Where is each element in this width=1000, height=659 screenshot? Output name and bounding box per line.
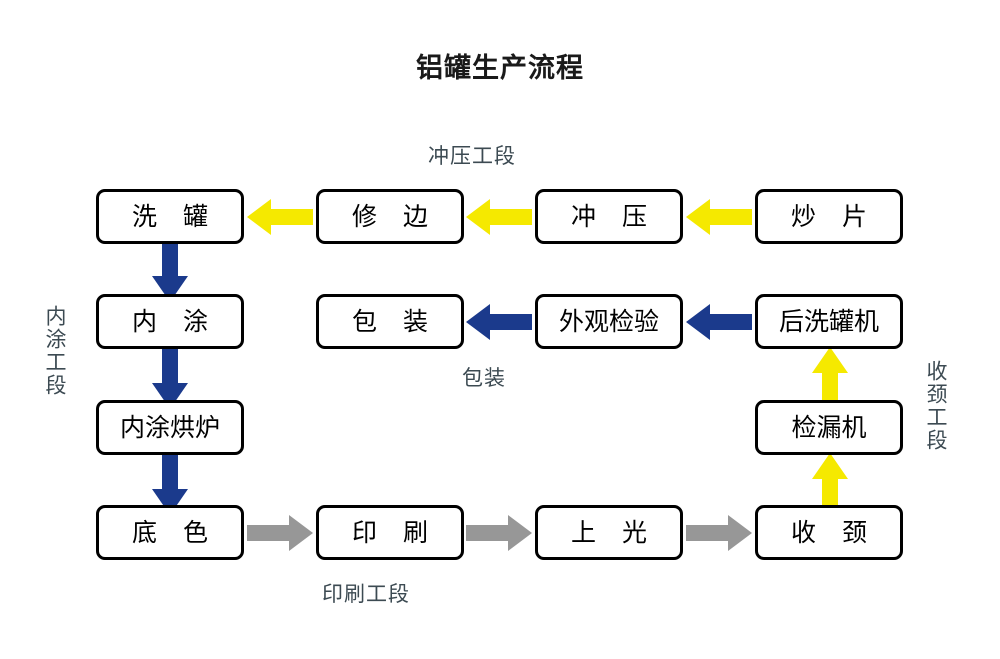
node-post-washer[interactable]: 后洗罐机: [755, 294, 903, 349]
section-label-packaging: 包装: [462, 366, 506, 390]
node-wash-can[interactable]: 洗 罐: [96, 189, 244, 244]
node-visual-inspect-label: 外观检验: [558, 307, 659, 336]
node-wash-can-label: 洗 罐: [132, 202, 217, 231]
node-inner-coat-oven[interactable]: 内涂烘炉: [96, 400, 244, 455]
node-trim[interactable]: 修 边: [316, 189, 464, 244]
node-printing[interactable]: 印 刷: [316, 505, 464, 560]
arrow-blanking-to-stamping: [686, 197, 752, 237]
node-printing-label: 印 刷: [352, 518, 437, 547]
node-packing[interactable]: 包 装: [316, 294, 464, 349]
node-varnish[interactable]: 上 光: [535, 505, 683, 560]
node-post-washer-label: 后洗罐机: [778, 307, 879, 336]
node-inner-coat-oven-label: 内涂烘炉: [119, 413, 220, 442]
arrow-post-washer-to-visual-inspect: [686, 302, 752, 342]
node-stamping[interactable]: 冲 压: [535, 189, 683, 244]
section-label-printing: 印刷工段: [322, 582, 410, 606]
arrow-base-coat-to-printing: [247, 513, 313, 553]
arrow-stamping-to-trim: [466, 197, 532, 237]
node-necking[interactable]: 收 颈: [755, 505, 903, 560]
arrow-printing-to-varnish: [466, 513, 532, 553]
section-label-necking: 收颈工段: [924, 360, 948, 452]
node-stamping-label: 冲 压: [571, 202, 656, 231]
node-blanking[interactable]: 炒 片: [755, 189, 903, 244]
node-packing-label: 包 装: [352, 307, 437, 336]
node-base-coat[interactable]: 底 色: [96, 505, 244, 560]
section-label-stamping: 冲压工段: [428, 144, 516, 168]
node-inner-coating[interactable]: 内 涂: [96, 294, 244, 349]
node-base-coat-label: 底 色: [132, 518, 217, 547]
node-leak-tester-label: 检漏机: [791, 413, 867, 442]
node-blanking-label: 炒 片: [791, 202, 876, 231]
arrow-visual-inspect-to-packing: [466, 302, 532, 342]
section-label-inner-coating: 内涂工段: [43, 305, 67, 397]
page-title: 铝罐生产流程: [416, 53, 584, 84]
node-trim-label: 修 边: [352, 202, 437, 231]
node-leak-tester[interactable]: 检漏机: [755, 400, 903, 455]
node-varnish-label: 上 光: [571, 518, 656, 547]
node-inner-coating-label: 内 涂: [132, 307, 217, 336]
arrow-varnish-to-necking: [686, 513, 752, 553]
node-visual-inspect[interactable]: 外观检验: [535, 294, 683, 349]
node-necking-label: 收 颈: [791, 518, 876, 547]
arrow-wash-can-to-inner-coating: [148, 240, 192, 302]
arrow-trim-to-wash-can: [247, 197, 313, 237]
